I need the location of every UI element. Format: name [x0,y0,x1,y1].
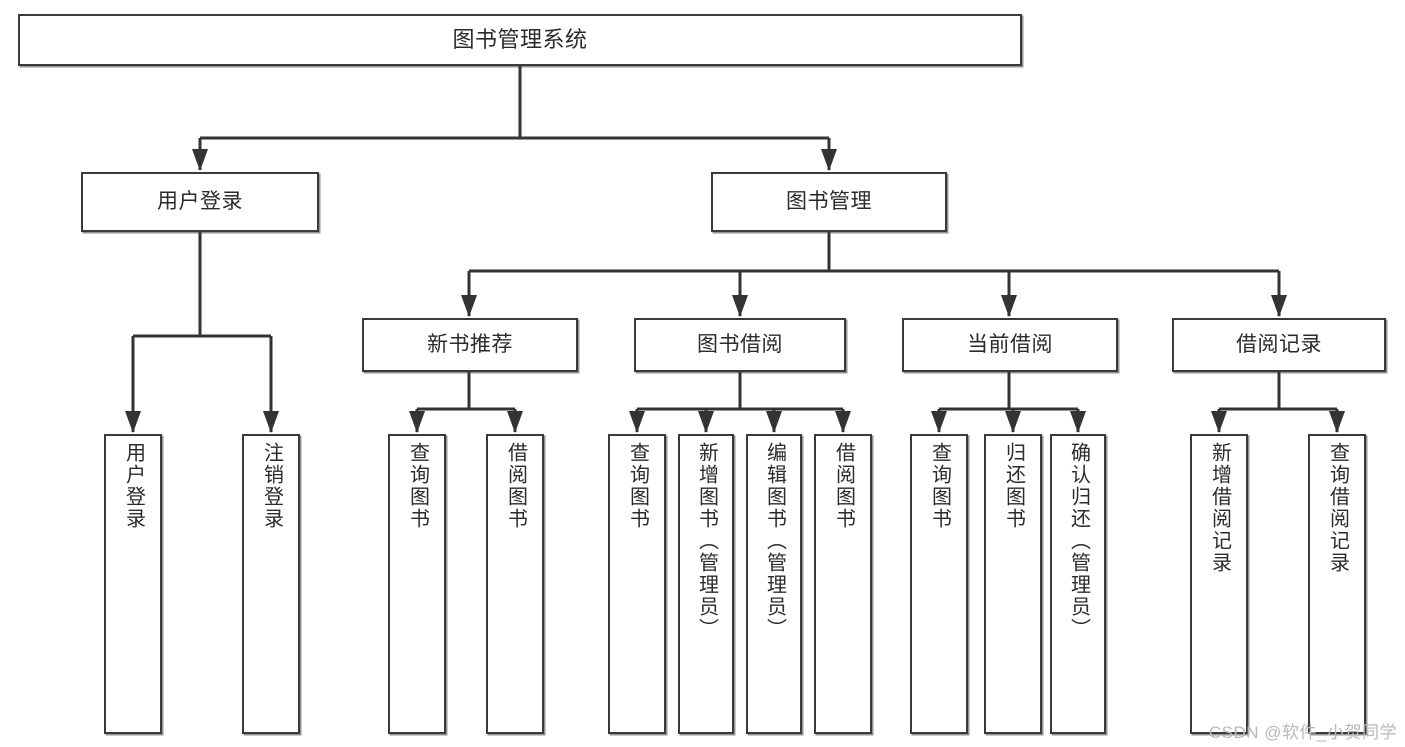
node-root[interactable]: 图书管理系统 [18,14,1022,66]
arrowhead-newbook-to-leaves-0 [409,411,425,433]
node-label: 归还图书 [1002,442,1025,530]
watermark: CSDN @软件_小贺同学 [1208,723,1397,742]
node-label: 查询图书 [626,442,649,530]
node-label: 新增借阅记录 [1208,442,1231,574]
node-label: 图书借阅 [697,333,783,357]
node-label: 编辑图书（管理员） [763,442,786,640]
node-label: 借阅图书 [504,442,527,530]
node-login[interactable]: 用户登录 [81,172,319,232]
node-current[interactable]: 当前借阅 [902,318,1118,372]
node-leaf-borrow-book-2[interactable]: 借阅图书 [814,434,872,734]
node-label: 新书推荐 [427,333,513,357]
node-leaf-user-login[interactable]: 用户登录 [104,434,162,734]
node-leaf-confirm-return[interactable]: 确认归还（管理员） [1050,434,1106,734]
node-label: 查询借阅记录 [1326,442,1349,574]
arrowhead-borrow-to-leaves-0 [629,411,645,433]
node-label: 借阅图书 [832,442,855,530]
node-label: 图书管理系统 [452,26,588,52]
arrowhead-bookmgmt-to-level2-0 [461,295,477,317]
arrowhead-current-to-leaves-2 [1070,411,1086,433]
arrowhead-borrow-to-leaves-3 [835,411,851,433]
node-newbook[interactable]: 新书推荐 [362,318,578,372]
node-label: 确认归还（管理员） [1067,442,1090,640]
node-label: 借阅记录 [1236,333,1322,357]
node-label: 查询图书 [406,442,429,530]
node-leaf-query-book-3[interactable]: 查询图书 [910,434,968,734]
node-label: 注销登录 [260,442,283,530]
arrowhead-borrow-to-leaves-1 [698,411,714,433]
node-leaf-add-record[interactable]: 新增借阅记录 [1190,434,1248,734]
arrowhead-login-to-leaves-0 [125,411,141,433]
arrowhead-root-to-level1-0 [192,149,208,171]
arrowhead-newbook-to-leaves-1 [507,411,523,433]
arrowhead-bookmgmt-to-level2-3 [1271,295,1287,317]
arrowhead-records-to-leaves-0 [1211,411,1227,433]
arrowhead-root-to-level1-1 [821,149,837,171]
node-leaf-query-record[interactable]: 查询借阅记录 [1308,434,1366,734]
node-label: 新增图书（管理员） [695,442,718,640]
node-leaf-return-book[interactable]: 归还图书 [984,434,1042,734]
node-label: 查询图书 [928,442,951,530]
node-leaf-borrow-book-1[interactable]: 借阅图书 [486,434,544,734]
node-borrow[interactable]: 图书借阅 [634,318,846,372]
node-leaf-query-book-2[interactable]: 查询图书 [608,434,666,734]
node-leaf-user-logout[interactable]: 注销登录 [242,434,300,734]
node-label: 图书管理 [786,190,872,214]
arrowhead-borrow-to-leaves-2 [766,411,782,433]
arrowhead-records-to-leaves-1 [1329,411,1345,433]
node-label: 用户登录 [122,442,145,530]
node-leaf-add-book[interactable]: 新增图书（管理员） [678,434,734,734]
node-leaf-query-book-1[interactable]: 查询图书 [388,434,446,734]
arrowhead-login-to-leaves-1 [263,411,279,433]
node-bookmgmt[interactable]: 图书管理 [711,172,947,232]
arrowhead-current-to-leaves-1 [1005,411,1021,433]
node-label: 用户登录 [157,190,243,214]
node-records[interactable]: 借阅记录 [1172,318,1386,372]
arrowhead-current-to-leaves-0 [931,411,947,433]
node-label: 当前借阅 [967,333,1053,357]
arrowhead-bookmgmt-to-level2-1 [732,295,748,317]
node-leaf-edit-book[interactable]: 编辑图书（管理员） [746,434,802,734]
arrowhead-bookmgmt-to-level2-2 [1001,295,1017,317]
